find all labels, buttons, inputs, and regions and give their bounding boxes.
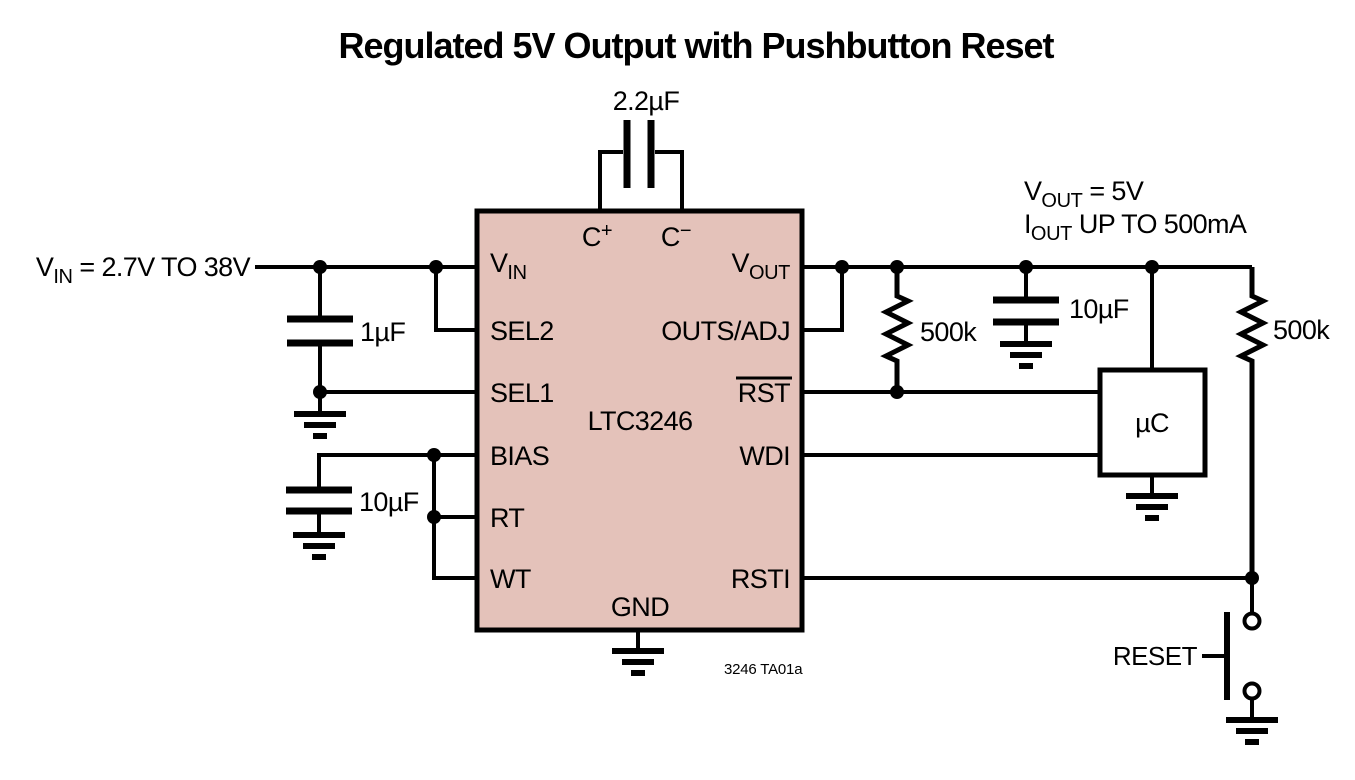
- reset-resistor-value: 500k: [1273, 315, 1330, 345]
- pin-label-rst: RST: [738, 378, 790, 408]
- junction-dot: [1019, 260, 1033, 274]
- microcontroller-label: µC: [1135, 408, 1169, 438]
- junction-dot: [890, 385, 904, 399]
- junction-dot: [313, 260, 327, 274]
- figure-annotation: 3246 TA01a: [724, 661, 803, 678]
- pushbutton-reset: [1202, 611, 1262, 701]
- junction-dot: [427, 448, 441, 462]
- capacitor-output: [993, 296, 1059, 326]
- junction-dot: [427, 510, 441, 524]
- output-voltage-label: VOUT = 5V: [1024, 176, 1144, 212]
- wire-flying-cap-right: [655, 150, 684, 213]
- ic-part-number: LTC3246: [588, 406, 693, 436]
- pullup-resistor-value: 500k: [920, 317, 977, 347]
- button-terminal-bottom: [1242, 681, 1262, 701]
- pin-label-c-minus: C−: [661, 220, 691, 252]
- junction-dot: [1245, 571, 1259, 585]
- junction-dot: [835, 260, 849, 274]
- pin-label-rsti: RSTI: [731, 564, 790, 594]
- microcontroller-box: [1097, 367, 1208, 478]
- wire-sel2-jog: [434, 267, 478, 332]
- junction-dot: [429, 260, 443, 274]
- pin-label-vout: VOUT: [732, 248, 791, 284]
- pin-label-bias: BIAS: [490, 441, 549, 471]
- output-current-label: IOUT UP TO 500mA: [1024, 209, 1247, 245]
- resistor-pullup-500k: [880, 267, 914, 392]
- input-cap-value: 1µF: [360, 317, 405, 347]
- pin-label-gnd: GND: [611, 592, 669, 622]
- pin-label-sel2: SEL2: [490, 316, 554, 346]
- wire-bias-rt-wt: [432, 455, 478, 580]
- pin-label-rt: RT: [490, 503, 524, 533]
- pin-label-c-plus: C+: [582, 220, 612, 252]
- output-cap-value: 10µF: [1069, 294, 1129, 324]
- junction-dot: [313, 385, 327, 399]
- junction-dot: [1145, 260, 1159, 274]
- pin-label-vin: VIN: [490, 248, 527, 284]
- reset-button-label: RESET: [1113, 641, 1198, 671]
- bias-cap-value: 10µF: [359, 487, 419, 517]
- pin-label-outs-adj: OUTS/ADJ: [661, 316, 790, 346]
- resistor-reset-500k: [1235, 267, 1269, 578]
- button-terminal-top: [1242, 611, 1262, 631]
- ic-body: [474, 208, 805, 633]
- pin-label-wt: WT: [490, 564, 531, 594]
- wire-bias: [317, 453, 478, 487]
- capacitor-flying: [623, 120, 655, 188]
- ground-symbol: [1000, 322, 1052, 366]
- wire-outsadj-jog: [802, 267, 844, 332]
- input-voltage-label: VIN = 2.7V TO 38V: [36, 252, 251, 288]
- ground-symbol: [1126, 474, 1178, 518]
- ground-symbol: [612, 629, 664, 673]
- flying-cap-value: 2.2µF: [613, 86, 680, 116]
- capacitor-bias: [286, 486, 352, 515]
- pin-label-sel1: SEL1: [490, 378, 554, 408]
- junction-dot: [890, 260, 904, 274]
- page-title: Regulated 5V Output with Pushbutton Rese…: [339, 25, 1055, 66]
- pin-label-wdi: WDI: [739, 441, 790, 471]
- wire-flying-cap-left: [598, 150, 623, 213]
- ground-symbol: [1226, 698, 1278, 742]
- capacitor-input: [287, 315, 353, 347]
- ground-symbol: [293, 513, 345, 557]
- junction-dots: [313, 260, 1259, 585]
